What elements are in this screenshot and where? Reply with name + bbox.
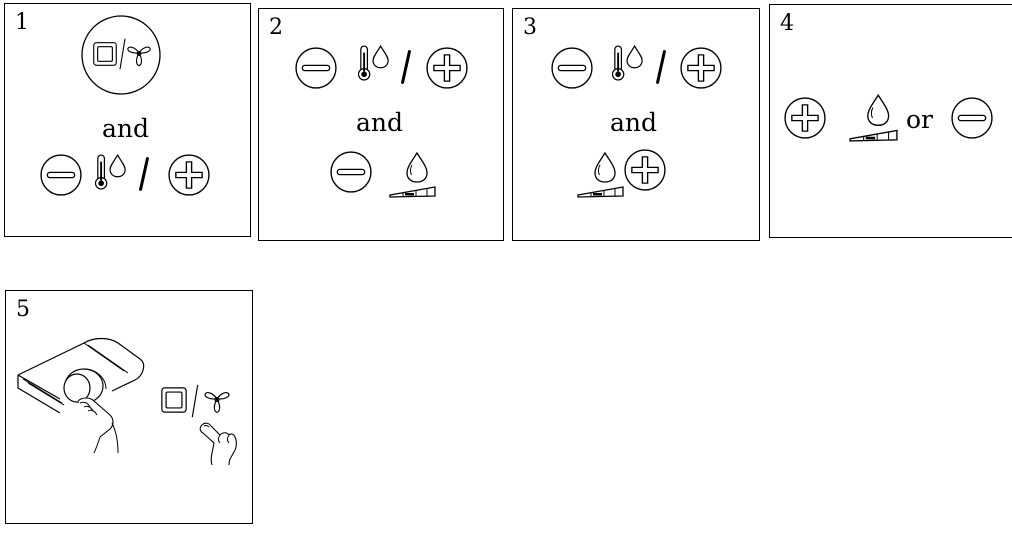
slash-icon — [655, 49, 667, 85]
step-5-panel: 5 — [5, 290, 253, 524]
slash-icon — [138, 156, 150, 192]
square-button-icon — [161, 387, 187, 413]
minus-button-icon — [951, 97, 993, 139]
fan-icon — [204, 392, 230, 414]
plus-button-icon — [680, 47, 722, 89]
drop-level-icon — [849, 94, 898, 142]
plus-button-icon — [426, 47, 468, 89]
plus-button-icon — [168, 154, 210, 196]
step-3-panel: 3 and — [512, 8, 760, 241]
mode-fan-button-icon — [81, 15, 161, 95]
step-1-panel: 1 and — [4, 3, 251, 237]
connector-text: and — [610, 108, 658, 137]
thin-slash-icon — [191, 384, 199, 418]
step-number: 5 — [16, 297, 30, 322]
thermometer-drop-icon — [95, 154, 127, 190]
step-number: 1 — [15, 10, 29, 35]
minus-button-icon — [295, 47, 337, 89]
slash-icon — [400, 49, 412, 85]
device-press-illustration — [14, 331, 154, 451]
thermometer-drop-icon — [358, 45, 390, 81]
step-number: 3 — [523, 15, 537, 40]
connector-text: or — [906, 105, 934, 134]
plus-button-icon — [624, 149, 666, 191]
step-4-panel: 4 or — [769, 4, 1012, 238]
connector-text: and — [356, 108, 404, 137]
minus-button-icon — [551, 47, 593, 89]
minus-button-icon — [330, 151, 372, 193]
drop-level-icon — [389, 152, 436, 198]
plus-button-icon — [784, 97, 826, 139]
drop-level-icon — [577, 152, 624, 198]
thermometer-drop-icon — [612, 45, 644, 81]
step-2-panel: 2 and — [258, 8, 504, 241]
step-number: 2 — [269, 15, 283, 40]
minus-button-icon — [40, 154, 82, 196]
connector-text: and — [102, 114, 150, 143]
step-number: 4 — [780, 11, 794, 36]
finger-pointing-icon — [196, 419, 240, 465]
